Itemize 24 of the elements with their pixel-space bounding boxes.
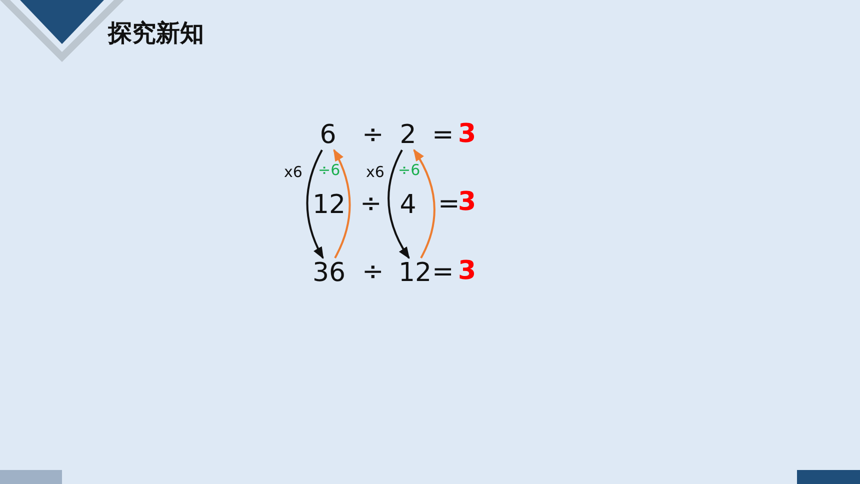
edge-label: x6 [366,165,384,180]
division-sign: ÷ [362,122,384,148]
curved-arrow [306,150,324,260]
edge-label: ÷6 [398,163,420,178]
number: 2 [396,120,420,150]
number: 6 [316,120,340,150]
division-sign: ÷ [362,259,384,285]
slide-title: 探究新知 [108,21,204,45]
number: 36 [312,258,346,288]
answer: 3 [458,121,476,147]
answer: 3 [458,189,476,215]
number: 4 [396,190,420,220]
division-sign: ÷ [360,191,382,217]
answer: 3 [458,258,476,284]
edge-label: ÷6 [318,163,340,178]
number: 12 [398,258,432,288]
edge-label: x6 [284,165,302,180]
curved-arrow [413,148,436,258]
curved-arrow [388,150,410,260]
equals-sign: = [432,259,454,285]
number: 12 [312,190,346,220]
equals-sign: = [438,191,460,217]
equals-sign: = [432,122,454,148]
curved-arrow [333,148,351,258]
